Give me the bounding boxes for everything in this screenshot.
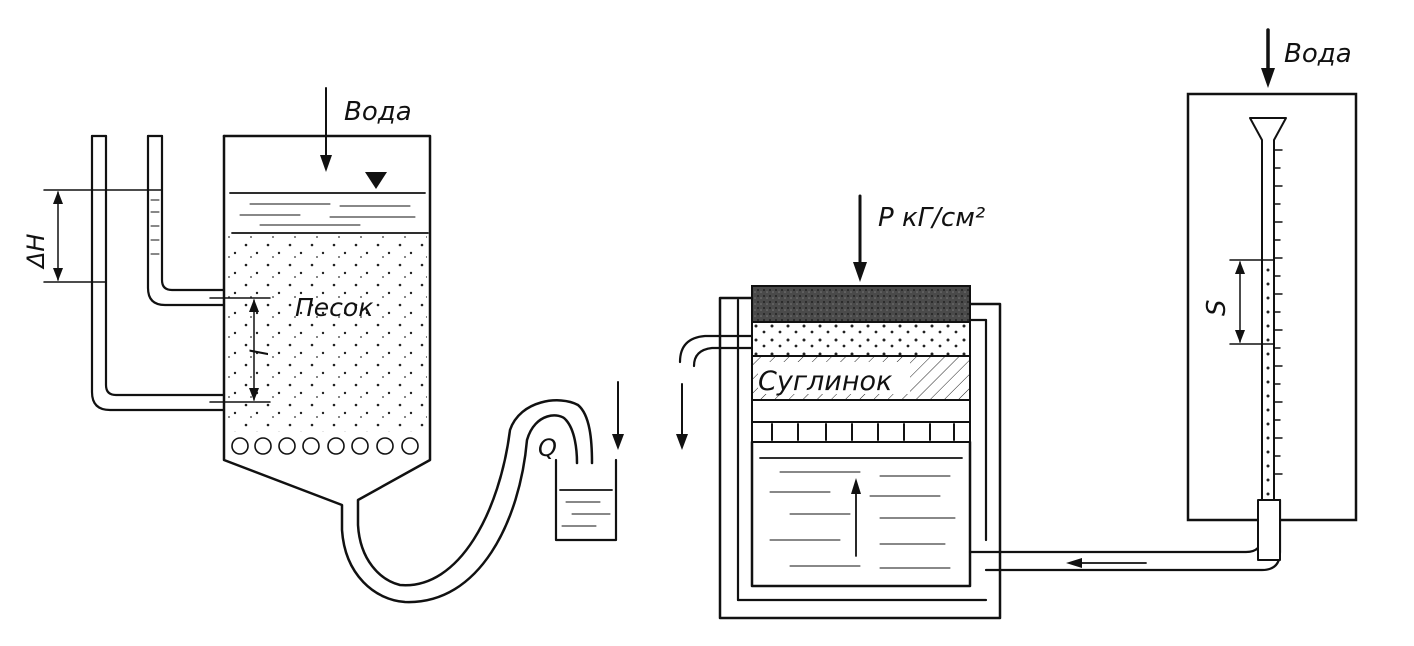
chamber-water bbox=[759, 457, 963, 569]
connecting-pipe bbox=[968, 498, 1282, 572]
l-label: l bbox=[246, 349, 274, 356]
delta-h-dimension bbox=[43, 189, 163, 283]
filter-stone-lower bbox=[751, 399, 971, 423]
l-dimension bbox=[209, 297, 271, 403]
consolidometer-apparatus: P кГ/см² Суглинок bbox=[676, 28, 1358, 620]
pressure-label: P кГ/см² bbox=[878, 203, 985, 233]
s-dimension bbox=[1229, 259, 1275, 345]
perforated-plate bbox=[751, 421, 971, 443]
outflow-arrow-right bbox=[676, 383, 688, 450]
outlet-spout bbox=[678, 334, 754, 368]
upward-flow-arrow bbox=[851, 478, 861, 557]
pressure-arrow bbox=[853, 194, 867, 282]
consolidometer-frame bbox=[718, 296, 1002, 620]
collecting-beaker bbox=[554, 458, 618, 542]
sand-layer bbox=[228, 236, 427, 432]
sand-filter-apparatus: Вода Песок bbox=[22, 87, 624, 604]
water-level-marker bbox=[365, 172, 387, 189]
water-inflow-arrow-right bbox=[1261, 28, 1275, 88]
piezometer-tubes bbox=[90, 134, 226, 412]
loam-label: Суглинок bbox=[758, 366, 893, 397]
burette-water bbox=[1264, 262, 1272, 498]
filter-vessel bbox=[222, 134, 594, 587]
water-layer-left bbox=[229, 192, 429, 234]
water-inflow-arrow-left bbox=[320, 87, 332, 172]
gravel-balls bbox=[231, 437, 419, 455]
burette-scale bbox=[1273, 149, 1283, 475]
s-label: S bbox=[1202, 299, 1232, 316]
delta-h-label: ΔH bbox=[22, 234, 50, 270]
pipe-flow-arrow bbox=[1066, 558, 1147, 568]
q-label: Q bbox=[538, 434, 557, 462]
water-label-right: Вода bbox=[1284, 39, 1352, 69]
loading-piston bbox=[751, 285, 971, 323]
water-label-left: Вода bbox=[344, 97, 412, 127]
filter-stone-upper bbox=[751, 321, 971, 357]
outflow-arrow-left bbox=[612, 381, 624, 450]
piezometer-water bbox=[150, 199, 160, 255]
water-chamber bbox=[750, 440, 972, 588]
sand-label: Песок bbox=[295, 293, 373, 322]
